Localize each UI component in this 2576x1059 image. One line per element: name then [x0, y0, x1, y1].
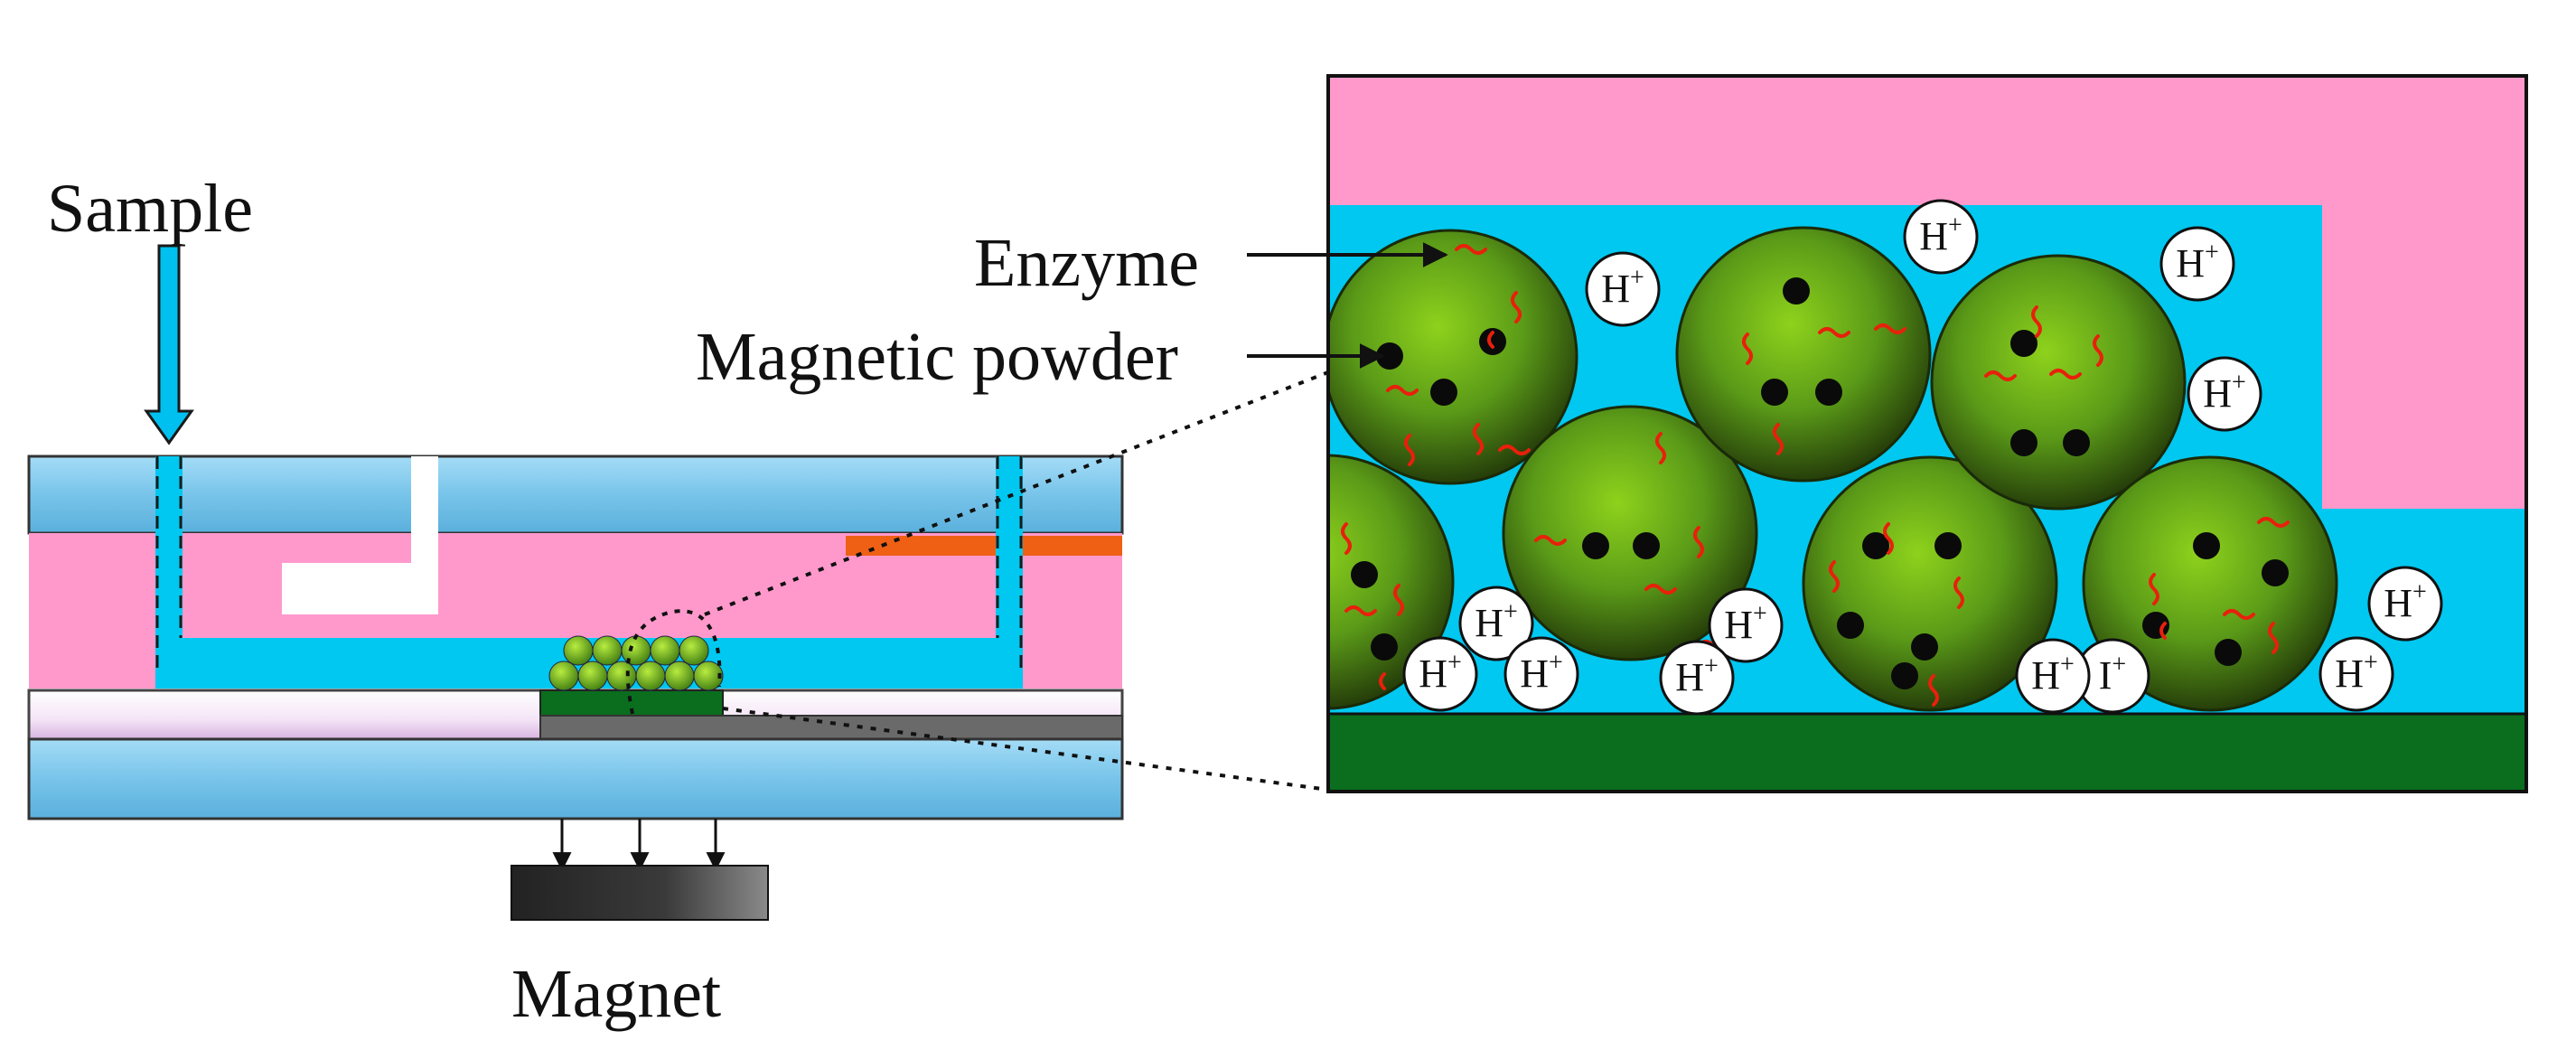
h-ion: H+: [1708, 587, 1784, 663]
h-ion: H+: [1402, 636, 1478, 712]
sample-inlet-arrow: [144, 244, 194, 445]
magnet-label: Magnet: [511, 956, 721, 1032]
svg-text:H+: H+: [1919, 211, 1962, 258]
svg-text:H+: H+: [1475, 598, 1518, 645]
gray-base-strip: [539, 715, 1123, 740]
h-ion: H+: [1903, 199, 1979, 275]
h-ion: H+: [1458, 586, 1534, 661]
bead-pile: [548, 635, 724, 691]
magnet-block: [511, 865, 769, 921]
svg-text:H+: H+: [1724, 600, 1767, 647]
white-channel-horizontal: [282, 563, 438, 614]
magnet-field-arrows: [552, 819, 726, 872]
h-ion: H+: [2015, 638, 2091, 714]
pink-wall: [1328, 76, 2526, 509]
svg-text:H+: H+: [1419, 649, 1462, 696]
top-plate: [27, 455, 1124, 535]
sample-label: Sample: [47, 171, 253, 247]
svg-text:H+: H+: [2384, 578, 2427, 625]
svg-text:H+: H+: [2031, 651, 2075, 698]
h-ion: H+: [1503, 636, 1579, 712]
electrode-strip: [846, 536, 1122, 556]
svg-text:H+: H+: [2203, 369, 2246, 416]
enzyme-label: Enzyme: [974, 225, 1199, 301]
svg-text:H+: H+: [1675, 652, 1719, 699]
svg-text:H+: H+: [1601, 264, 1644, 311]
h-ion: H+: [1585, 251, 1661, 327]
magnetic-powder-label: Magnetic powder: [696, 319, 1178, 395]
detail-beads: H+ H+ H+ H+ H+ H+ H+ H+ H+ H+ H+ I+ H+: [1328, 199, 2443, 716]
chip-cross-section: [27, 455, 1124, 820]
h-ion: H+: [2318, 636, 2394, 712]
svg-text:H+: H+: [1520, 649, 1563, 696]
zoom-line-top: [704, 370, 1329, 616]
svg-text:H+: H+: [2335, 649, 2378, 696]
svg-text:H+: H+: [2176, 239, 2219, 286]
h-ion: H+: [2159, 226, 2235, 302]
h-ion-partial: I+: [2075, 638, 2150, 714]
detail-green-electrode: [1328, 714, 2526, 792]
h-ion: H+: [2367, 566, 2443, 642]
h-ion: H+: [1659, 640, 1735, 716]
h-ion: H+: [2187, 356, 2262, 432]
svg-text:I+: I+: [2099, 651, 2126, 698]
hydrogen-ions: H+ H+ H+ H+ H+ H+ H+ H+ H+ H+ H+ I+ H+: [1402, 199, 2443, 716]
zoom-circle: [625, 609, 722, 715]
bottom-plate: [27, 737, 1124, 820]
magnified-detail: H+ H+ H+ H+ H+ H+ H+ H+ H+ H+ H+ I+ H+: [1326, 74, 2528, 793]
